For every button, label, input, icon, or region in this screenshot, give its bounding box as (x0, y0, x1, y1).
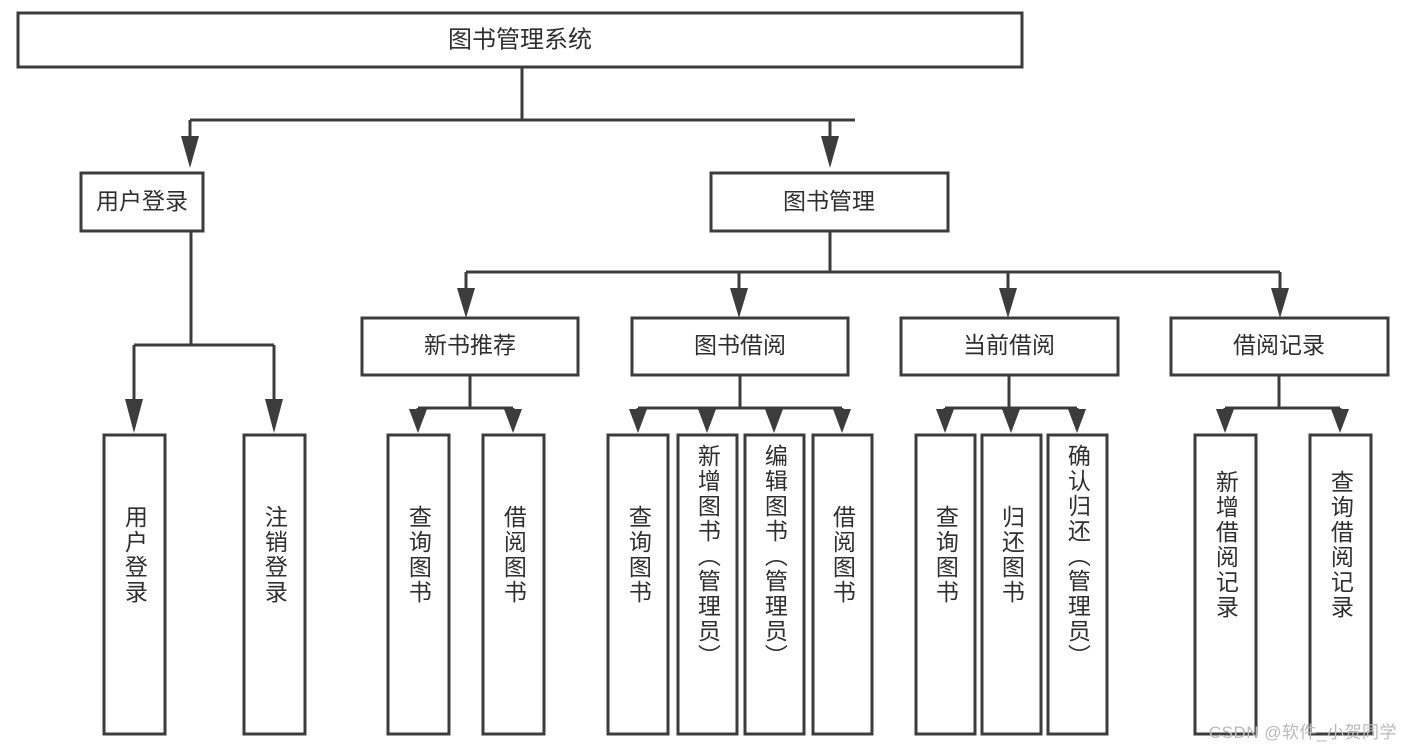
connector-book-manage-to-level3 (457, 231, 1289, 318)
connector-borrow-record-to-leaves (1216, 375, 1349, 433)
watermark-text: CSDN @软件_小贺同学 (1208, 723, 1397, 742)
node-new-book-recommend-label: 新书推荐 (424, 332, 516, 358)
node-borrow-record-label: 借阅记录 (1233, 332, 1325, 358)
leaf-box-user-login-0[interactable] (102, 433, 167, 736)
leaf-box-borrow-record-0[interactable] (1193, 433, 1258, 736)
connector-user-login-to-leaves (125, 231, 283, 433)
connector-root-to-level2 (181, 67, 855, 168)
leaf-box-borrow-record-1[interactable] (1308, 433, 1373, 736)
node-user-login-label: 用户登录 (96, 188, 188, 214)
connector-book-borrow-to-leaves (629, 375, 851, 433)
connector-new-book-rec-to-leaves (409, 375, 522, 433)
connector-current-borrow-to-leaves (936, 375, 1086, 433)
node-user-login[interactable]: 用户登录 (79, 171, 205, 233)
leaf-box-book-borrow-2[interactable] (743, 433, 806, 736)
node-current-borrow-label: 当前借阅 (963, 332, 1055, 358)
leaf-box-current-borrow-0[interactable] (914, 433, 977, 736)
leaf-box-current-borrow-1[interactable] (980, 433, 1043, 736)
node-book-borrow[interactable]: 图书借阅 (630, 316, 850, 377)
node-book-manage-label: 图书管理 (783, 188, 875, 214)
leaf-box-new-book-rec-0[interactable] (386, 433, 451, 736)
node-current-borrow[interactable]: 当前借阅 (899, 316, 1120, 377)
leaf-box-book-borrow-3[interactable] (811, 433, 874, 736)
leaf-box-user-login-1[interactable] (242, 433, 307, 736)
node-book-manage[interactable]: 图书管理 (709, 171, 950, 233)
node-root-label: 图书管理系统 (448, 26, 592, 53)
leaf-box-book-borrow-0[interactable] (606, 433, 670, 736)
leaf-box-current-borrow-2[interactable] (1046, 433, 1109, 736)
node-book-borrow-label: 图书借阅 (694, 332, 786, 358)
leaf-box-new-book-rec-1[interactable] (481, 433, 546, 736)
node-borrow-record[interactable]: 借阅记录 (1169, 316, 1390, 377)
node-root[interactable]: 图书管理系统 (16, 11, 1024, 69)
node-new-book-recommend[interactable]: 新书推荐 (360, 316, 580, 377)
leaf-box-book-borrow-1[interactable] (676, 433, 739, 736)
